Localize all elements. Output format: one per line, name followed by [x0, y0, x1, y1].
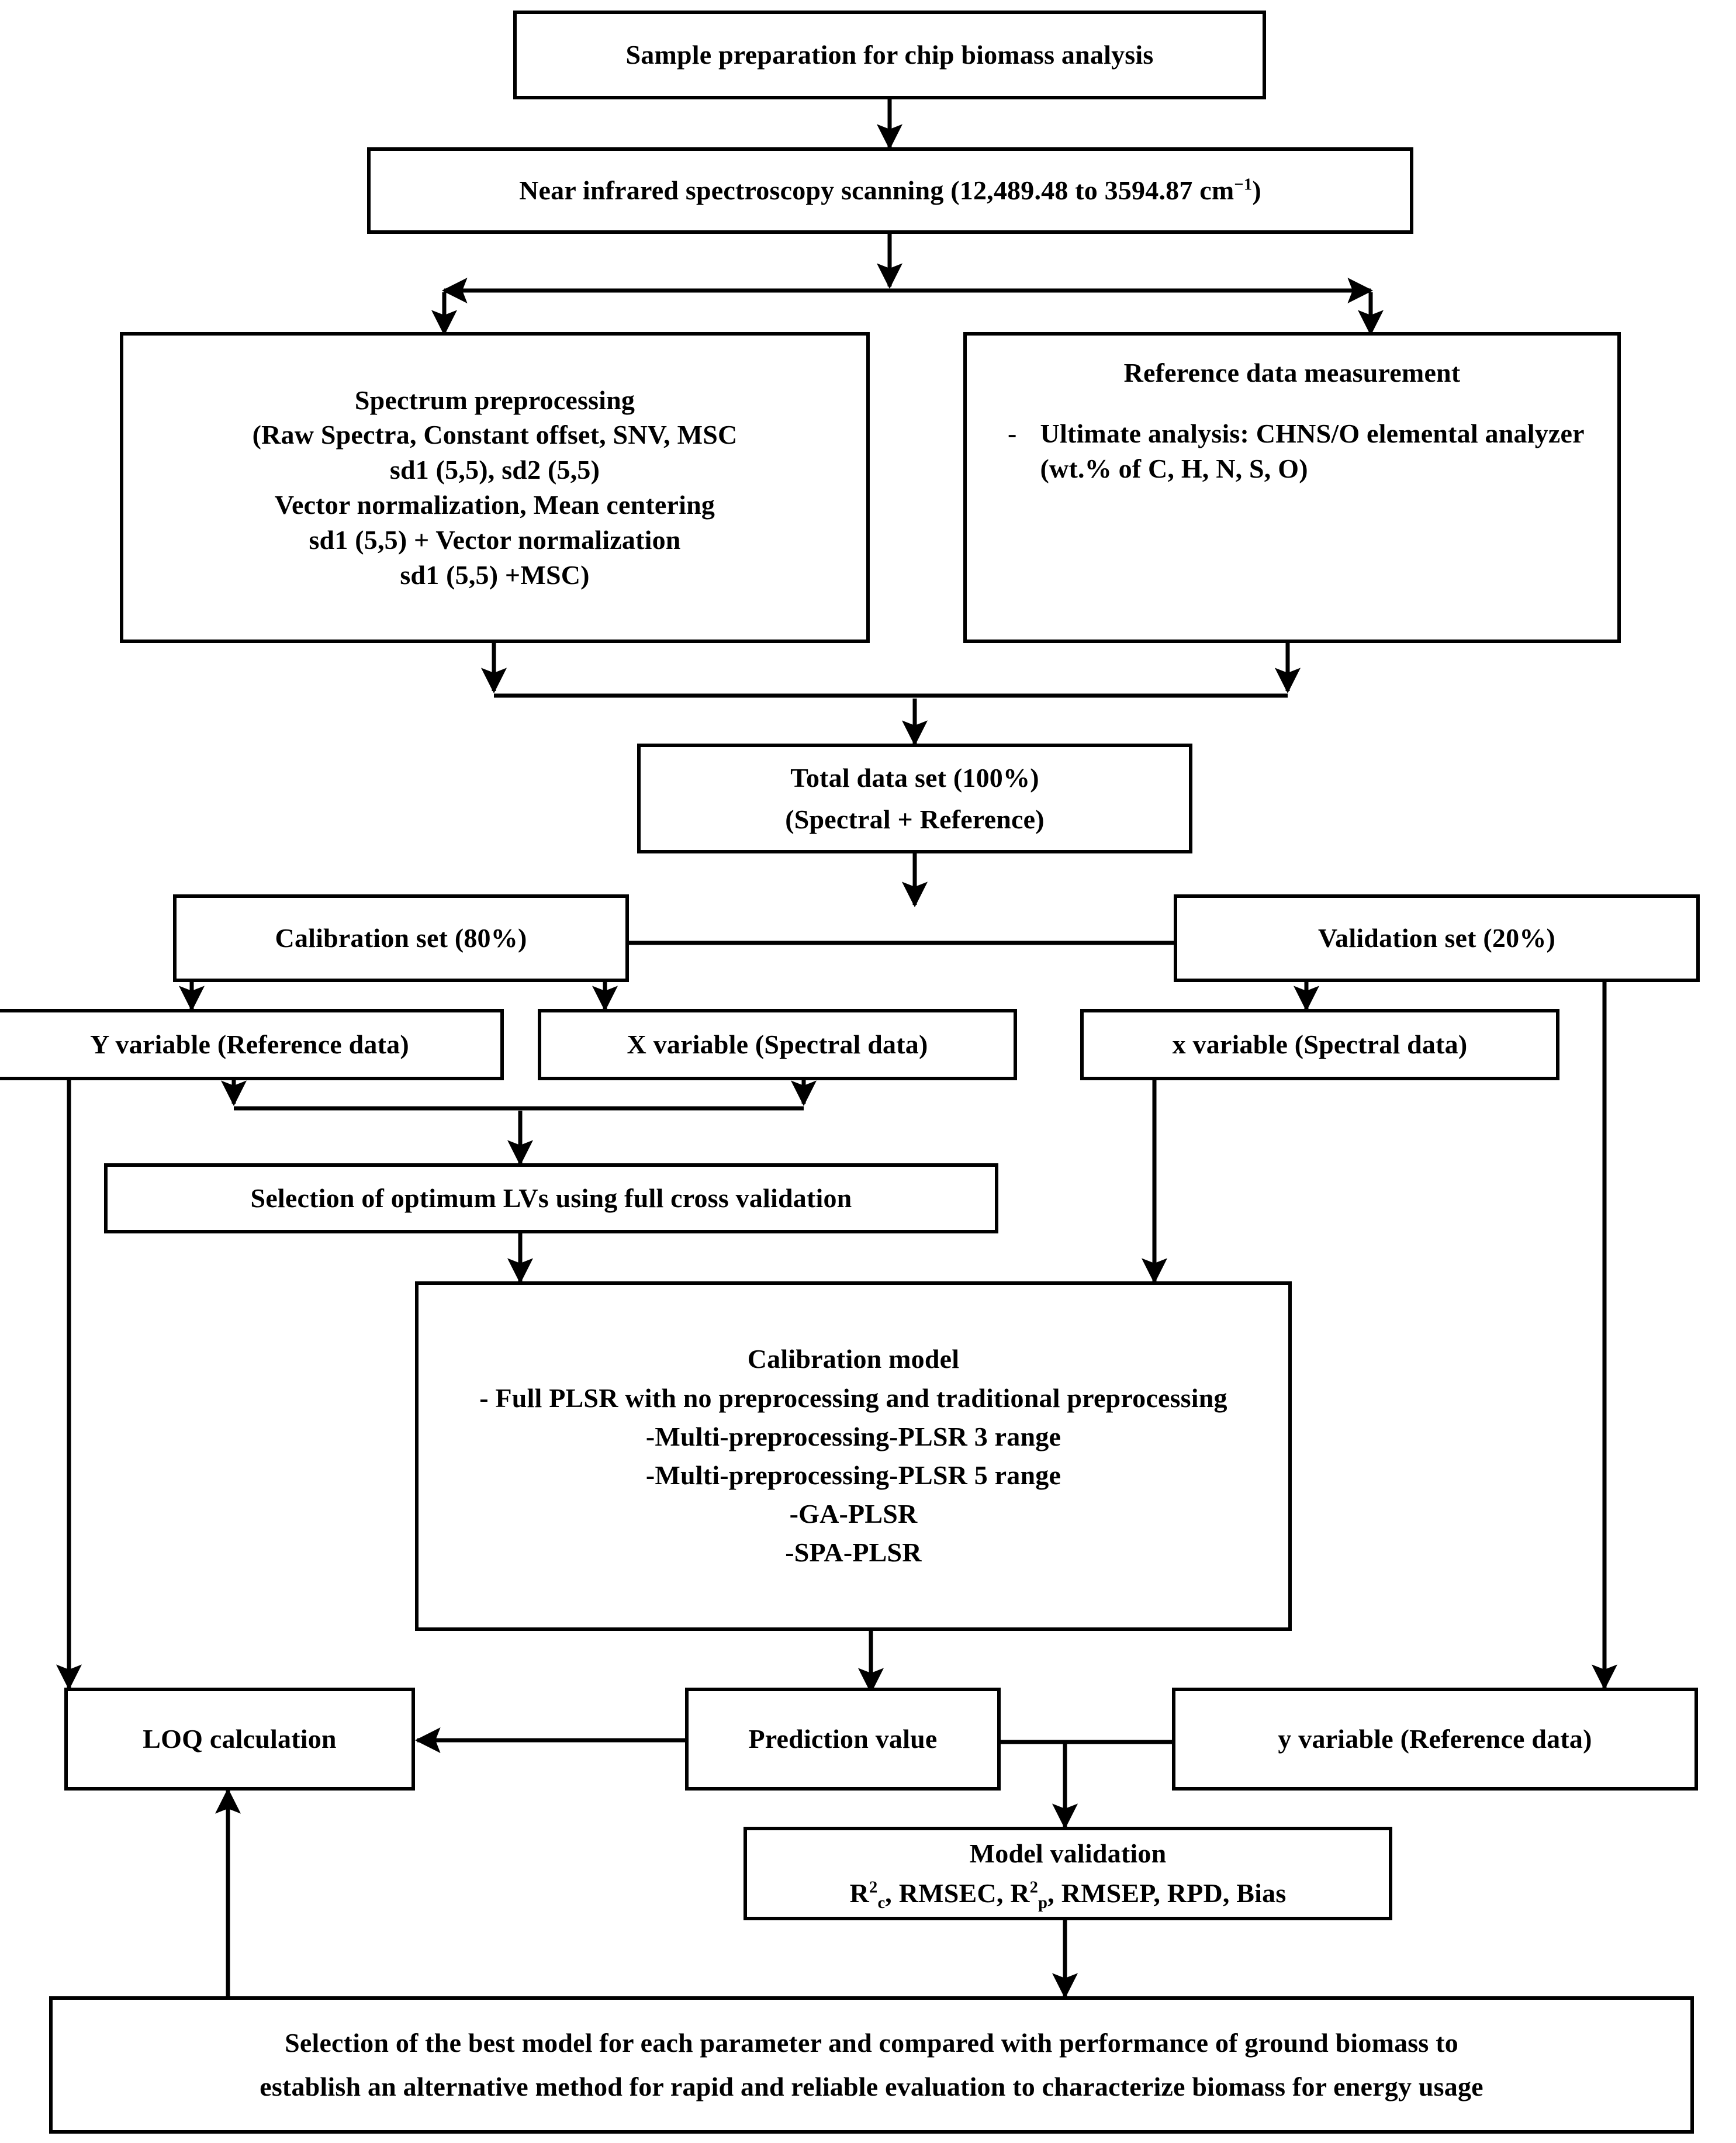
node-optimum-lvs[interactable]: Selection of optimum LVs using full cros… — [104, 1163, 998, 1233]
node-best-model-selection[interactable]: Selection of the best model for each par… — [49, 1996, 1694, 2134]
spectrum-preprocessing-line-2: sd1 (5,5), sd2 (5,5) — [389, 455, 600, 485]
best-model-selection-label: Selection of the best model for each par… — [251, 2021, 1492, 2109]
spectrum-preprocessing-label: Spectrum preprocessing (Raw Spectra, Con… — [244, 383, 746, 593]
node-x-variable-calibration[interactable]: X variable (Spectral data) — [538, 1009, 1017, 1080]
reference-data-bullet-text: Ultimate analysis: CHNS/O elemental anal… — [1040, 418, 1584, 483]
reference-data-content: Reference data measurement - Ultimate an… — [967, 336, 1617, 486]
total-data-set-label: Total data set (100%) (Spectral + Refere… — [777, 757, 1053, 841]
node-nir-scanning[interactable]: Near infrared spectroscopy scanning (12,… — [367, 147, 1413, 234]
x-variable-validation-label: x variable (Spectral data) — [1172, 1029, 1468, 1060]
node-y-variable-validation[interactable]: y variable (Reference data) — [1172, 1688, 1698, 1791]
spectrum-preprocessing-line-1: (Raw Spectra, Constant offset, SNV, MSC — [252, 420, 738, 450]
sample-preparation-label: Sample preparation for chip biomass anal… — [625, 40, 1154, 70]
y-variable-calibration-label: Y variable (Reference data) — [90, 1029, 409, 1060]
node-spectrum-preprocessing[interactable]: Spectrum preprocessing (Raw Spectra, Con… — [120, 332, 870, 643]
calibration-model-label: Calibration model - Full PLSR with no pr… — [471, 1340, 1235, 1572]
node-y-variable-calibration[interactable]: Y variable (Reference data) — [0, 1009, 504, 1080]
y-variable-validation-label: y variable (Reference data) — [1278, 1724, 1592, 1754]
prediction-value-label: Prediction value — [748, 1724, 938, 1754]
calibration-model-line-4: -GA-PLSR — [789, 1499, 918, 1529]
spectrum-preprocessing-line-4: sd1 (5,5) + Vector normalization — [309, 524, 681, 555]
node-prediction-value[interactable]: Prediction value — [685, 1688, 1001, 1791]
calibration-model-line-3: -Multi-preprocessing-PLSR 5 range — [645, 1460, 1061, 1490]
calibration-model-line-0: Calibration model — [747, 1344, 960, 1374]
node-validation-set[interactable]: Validation set (20%) — [1174, 894, 1700, 982]
node-reference-data-measurement[interactable]: Reference data measurement - Ultimate an… — [963, 332, 1621, 643]
calibration-set-label: Calibration set (80%) — [275, 923, 527, 953]
calibration-model-line-5: -SPA-PLSR — [785, 1537, 922, 1568]
node-model-validation[interactable]: Model validation R2c, RMSEC, R2p, RMSEP,… — [743, 1827, 1392, 1920]
nir-scanning-label: Near infrared spectroscopy scanning (12,… — [519, 175, 1261, 206]
node-loq-calculation[interactable]: LOQ calculation — [64, 1688, 415, 1791]
calibration-model-line-2: -Multi-preprocessing-PLSR 3 range — [645, 1421, 1061, 1451]
node-x-variable-validation[interactable]: x variable (Spectral data) — [1080, 1009, 1559, 1080]
reference-data-bullet-dash: - — [1008, 418, 1017, 448]
total-data-set-line-1: (Spectral + Reference) — [785, 804, 1045, 834]
node-sample-preparation[interactable]: Sample preparation for chip biomass anal… — [513, 11, 1266, 99]
validation-set-label: Validation set (20%) — [1317, 923, 1556, 953]
best-model-selection-line-0: Selection of the best model for each par… — [285, 2027, 1458, 2058]
model-validation-heading: Model validation — [969, 1838, 1167, 1868]
spectrum-preprocessing-line-0: Spectrum preprocessing — [354, 385, 635, 415]
model-validation-metrics: R2c, RMSEC, R2p, RMSEP, RPD, Bias — [849, 1878, 1287, 1913]
optimum-lvs-label: Selection of optimum LVs using full cros… — [250, 1183, 852, 1214]
node-calibration-model[interactable]: Calibration model - Full PLSR with no pr… — [415, 1281, 1292, 1631]
calibration-model-line-1: - Full PLSR with no preprocessing and tr… — [479, 1382, 1227, 1413]
spectrum-preprocessing-line-5: sd1 (5,5) +MSC) — [400, 559, 590, 590]
spectrum-preprocessing-line-3: Vector normalization, Mean centering — [274, 490, 715, 520]
loq-calculation-label: LOQ calculation — [143, 1724, 337, 1754]
x-variable-calibration-label: X variable (Spectral data) — [627, 1029, 928, 1060]
node-calibration-set[interactable]: Calibration set (80%) — [173, 894, 629, 982]
total-data-set-line-0: Total data set (100%) — [790, 762, 1039, 793]
reference-data-heading: Reference data measurement — [1123, 358, 1461, 388]
node-total-data-set[interactable]: Total data set (100%) (Spectral + Refere… — [637, 744, 1192, 853]
model-validation-label: Model validation R2c, RMSEC, R2p, RMSEP,… — [842, 1834, 1295, 1913]
best-model-selection-line-1: establish an alternative method for rapi… — [260, 2071, 1483, 2101]
